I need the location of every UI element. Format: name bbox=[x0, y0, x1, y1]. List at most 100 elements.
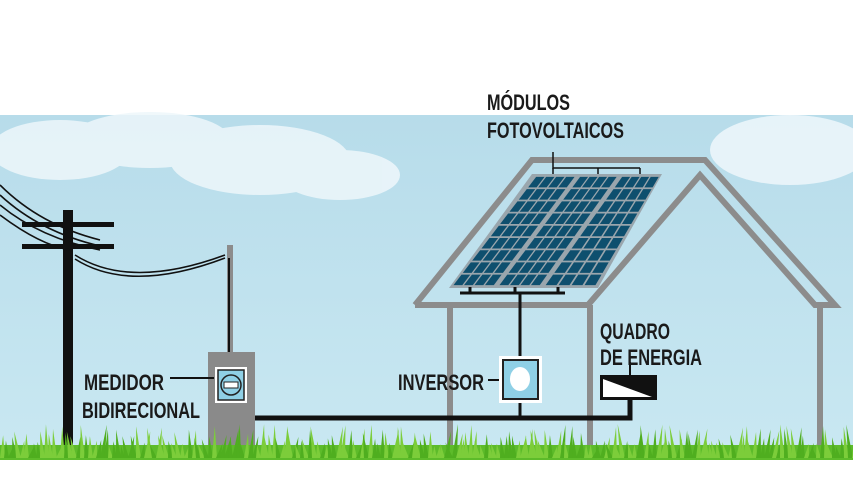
grass-blade bbox=[722, 442, 729, 458]
grass-blade bbox=[711, 440, 717, 458]
grass-blade bbox=[704, 435, 709, 458]
grass-blade bbox=[158, 435, 165, 458]
solar-cell bbox=[501, 225, 518, 237]
solar-cell bbox=[484, 274, 502, 286]
grass-blade bbox=[632, 443, 637, 458]
grass-blade bbox=[60, 426, 65, 458]
grass-blade bbox=[336, 426, 343, 458]
grass-blade bbox=[24, 433, 29, 458]
cables bbox=[255, 293, 633, 421]
solar-cell bbox=[564, 213, 581, 225]
grass-blade bbox=[428, 431, 433, 458]
grass-blade bbox=[780, 424, 785, 458]
grass-blade bbox=[776, 443, 781, 458]
grass-blade bbox=[423, 433, 429, 458]
solar-cell bbox=[539, 201, 557, 212]
meter-label-line2: BIDIRECIONAL bbox=[82, 398, 200, 423]
grass-blade bbox=[52, 428, 57, 458]
solar-cell bbox=[621, 213, 638, 225]
grass-blade bbox=[576, 442, 582, 458]
solar-cell bbox=[473, 262, 490, 273]
grass-blade bbox=[228, 436, 233, 458]
grass-blade bbox=[122, 436, 129, 458]
solar-cell bbox=[574, 213, 591, 225]
grass-blade bbox=[244, 433, 249, 458]
energy-panel-icon bbox=[600, 362, 657, 400]
grass-blade bbox=[772, 430, 780, 458]
grass-blade bbox=[474, 440, 481, 458]
solar-cell bbox=[566, 262, 585, 273]
grass-blade bbox=[20, 440, 25, 458]
solar-cell bbox=[575, 250, 593, 261]
solar-cell bbox=[558, 274, 577, 286]
solar-panels bbox=[449, 174, 662, 288]
solar-cell bbox=[601, 176, 617, 188]
grass-blade bbox=[194, 438, 201, 458]
grass-blade bbox=[44, 424, 49, 458]
solar-cell bbox=[453, 274, 471, 286]
grass-blade bbox=[617, 424, 625, 458]
solar-cell bbox=[529, 262, 546, 273]
grass-blade bbox=[718, 438, 725, 458]
grass-blade bbox=[208, 436, 213, 458]
grass-blade bbox=[362, 433, 369, 458]
grass-blade bbox=[104, 429, 109, 458]
solar-cell bbox=[547, 237, 564, 249]
solar-cell bbox=[483, 262, 501, 273]
solar-cell bbox=[599, 250, 616, 261]
solar-cell bbox=[528, 176, 545, 188]
grass-blade bbox=[764, 429, 771, 458]
solar-cell bbox=[571, 274, 589, 286]
solar-cell bbox=[518, 189, 536, 200]
solar-cell bbox=[555, 225, 572, 237]
solar-cell bbox=[538, 176, 555, 188]
grass-blade bbox=[36, 441, 41, 458]
solar-cell bbox=[500, 213, 517, 225]
grass-blade bbox=[615, 445, 621, 458]
grass-blade bbox=[832, 437, 837, 458]
grass-blade bbox=[220, 435, 227, 458]
solar-cell bbox=[526, 237, 544, 249]
solar-cell bbox=[462, 262, 480, 273]
solar-cell bbox=[603, 225, 620, 237]
solar-cell bbox=[579, 262, 597, 273]
grass-blade bbox=[384, 432, 389, 458]
solar-cell bbox=[509, 274, 527, 286]
energy-panel-label-line1: QUADRO bbox=[600, 319, 670, 344]
grass-blade bbox=[804, 443, 809, 458]
grass-blade bbox=[112, 441, 117, 458]
grass-blade bbox=[708, 442, 713, 458]
grass-blade bbox=[800, 435, 805, 458]
energy-panel-label-line2: DE ENERGIA bbox=[600, 345, 702, 370]
solar-cell bbox=[614, 176, 631, 188]
grass-blade bbox=[456, 433, 463, 458]
solar-cell bbox=[629, 201, 645, 212]
grass-blade bbox=[730, 434, 737, 458]
grass-blade bbox=[108, 445, 113, 458]
grass-blade bbox=[524, 435, 529, 458]
bidirectional-meter-icon bbox=[215, 367, 247, 403]
grass-blade bbox=[331, 435, 337, 458]
solar-cell bbox=[536, 237, 554, 249]
grass-blade bbox=[201, 439, 209, 458]
solar-cell bbox=[472, 250, 489, 261]
grass bbox=[0, 424, 853, 460]
solar-cell bbox=[535, 225, 553, 237]
solar-cell bbox=[512, 237, 529, 249]
grass-blade bbox=[496, 443, 501, 458]
grass-blade bbox=[652, 429, 657, 458]
grass-blade bbox=[376, 443, 381, 458]
grass-blade bbox=[460, 439, 465, 458]
grass-blade bbox=[275, 437, 281, 458]
solar-cell bbox=[545, 225, 563, 237]
solar-cell bbox=[583, 237, 601, 249]
solar-cell bbox=[499, 274, 517, 286]
grass-blade bbox=[644, 431, 649, 458]
grass-blade bbox=[508, 431, 513, 458]
grass-blade bbox=[544, 430, 549, 458]
grass-blade bbox=[656, 424, 663, 458]
grass-blade bbox=[564, 440, 569, 458]
grass-blade bbox=[826, 443, 833, 458]
